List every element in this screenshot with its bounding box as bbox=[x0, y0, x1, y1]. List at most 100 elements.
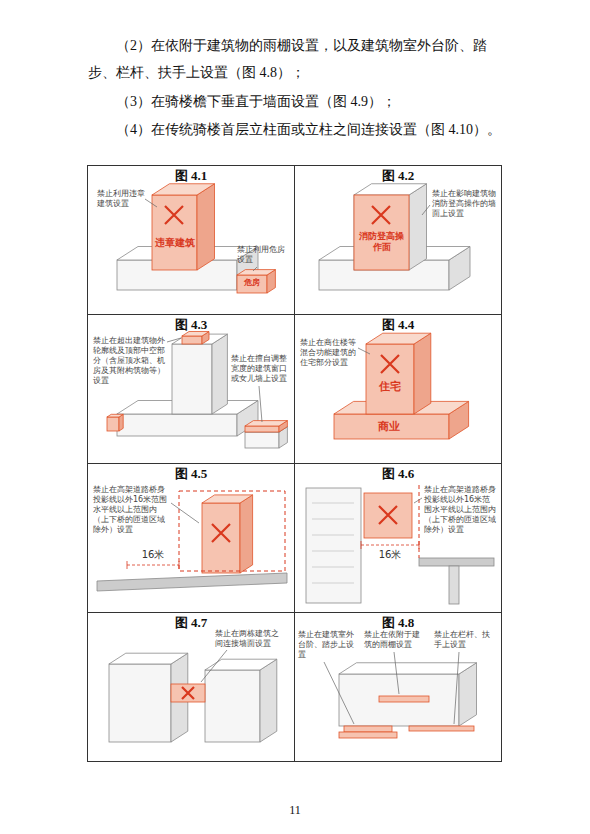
leader-line bbox=[179, 561, 180, 569]
leader-line bbox=[259, 386, 262, 422]
callout-note: 禁止在擅自调整宽度的建筑窗口或女儿墙上设置 bbox=[231, 354, 289, 384]
callout-note: 禁止在高架道路桥身投影线以外16米范围水平线以上范围内（上下桥的匝道区域除外）设… bbox=[93, 485, 169, 535]
leader-line bbox=[422, 205, 430, 215]
body-paragraph: （4）在传统骑楼首层立柱面或立柱之间连接设置（图 4.10）。 bbox=[88, 116, 502, 143]
prohibit-cross bbox=[165, 206, 183, 224]
leader-line bbox=[419, 541, 420, 549]
building-face bbox=[182, 336, 202, 344]
figure-heading: 图 4.4 bbox=[295, 317, 501, 333]
callout-note: 禁止在影响建筑物消防登高操作的墙面上设置 bbox=[432, 189, 496, 219]
leader-line bbox=[419, 485, 420, 558]
leader-line bbox=[312, 519, 354, 520]
leader-line bbox=[454, 652, 459, 724]
leader-line bbox=[312, 551, 354, 552]
leader-line bbox=[414, 498, 422, 503]
callout-note: 禁止在栏杆、扶手上设置 bbox=[434, 630, 494, 650]
building-roof bbox=[152, 184, 215, 195]
prohibit-cross bbox=[212, 524, 230, 542]
building-roof bbox=[339, 663, 477, 674]
building-roof bbox=[366, 333, 431, 344]
callout-note: 禁止在高架道路桥身投影线以外16米范围水平线以上范围内（上下桥的匝道区域除外）设… bbox=[424, 485, 496, 535]
leader-line bbox=[145, 199, 157, 207]
leader-line bbox=[312, 535, 354, 536]
building-face bbox=[109, 664, 171, 742]
page-number: 11 bbox=[0, 803, 590, 817]
drawn-shape bbox=[409, 726, 474, 731]
body-paragraph: （2）在依附于建筑物的雨棚设置，以及建筑物室外台阶、踏步、栏杆、扶手上设置（图 … bbox=[88, 32, 502, 86]
callout-note: 禁止在商住楼等混合功能建筑的住宅部分设置 bbox=[300, 338, 358, 368]
building-roof bbox=[107, 414, 123, 417]
building-roof bbox=[202, 495, 253, 503]
figure-heading: 图 4.6 bbox=[295, 466, 501, 482]
building-roof bbox=[354, 184, 427, 195]
callout-note: 禁止在超出建筑物外轮廓线及顶部中空部分（含屋顶水箱、机房及其附构筑物等）设置 bbox=[93, 336, 167, 386]
dimension-label: 16米 bbox=[372, 549, 408, 561]
dimension-label: 16米 bbox=[135, 549, 171, 561]
drawn-shape bbox=[179, 491, 285, 571]
leader-line bbox=[201, 650, 227, 682]
leader-line bbox=[171, 503, 199, 523]
body-paragraph: （3）在骑楼檐下垂直于墙面设置（图 4.9）； bbox=[88, 88, 502, 115]
building-label: 商业 bbox=[369, 420, 409, 433]
building-face bbox=[172, 344, 212, 414]
prohibit-cross bbox=[372, 206, 390, 224]
callout-note: 禁止在依附于建筑的雨棚设置 bbox=[364, 630, 420, 650]
building-face bbox=[334, 414, 449, 439]
leader-line bbox=[361, 545, 419, 546]
leader-line bbox=[312, 567, 354, 568]
building-label: 违章建筑 bbox=[152, 237, 197, 249]
building-roof bbox=[182, 332, 209, 337]
prohibit-cross bbox=[381, 355, 399, 373]
drawn-shape bbox=[354, 195, 409, 270]
leader-line bbox=[253, 267, 257, 271]
callout-note: 禁止利用违章建筑设置 bbox=[97, 189, 147, 209]
drawn-shape bbox=[171, 684, 205, 702]
building-roof bbox=[205, 659, 277, 670]
building-face bbox=[202, 503, 240, 573]
leader-line bbox=[324, 662, 354, 724]
callout-note: 禁止在建筑室外台阶、踏步上设置 bbox=[298, 630, 354, 660]
figure-heading: 图 4.7 bbox=[88, 615, 294, 631]
building-side bbox=[414, 333, 431, 414]
leader-line bbox=[167, 338, 181, 342]
leader-line bbox=[127, 561, 128, 569]
leader-line bbox=[312, 583, 354, 584]
figure-heading: 图 4.1 bbox=[88, 168, 294, 184]
figure-heading: 图 4.5 bbox=[88, 466, 294, 482]
drawn-shape bbox=[344, 726, 392, 732]
building-roof bbox=[245, 421, 287, 426]
figure-drawing bbox=[324, 652, 477, 738]
drawn-shape bbox=[364, 493, 412, 538]
leader-line bbox=[394, 652, 399, 694]
figure-drawing bbox=[117, 184, 275, 293]
building-label: 危房 bbox=[235, 278, 269, 288]
leader-line bbox=[312, 503, 354, 504]
building-roof bbox=[237, 270, 275, 275]
building-side bbox=[240, 495, 253, 573]
building-label: 住宅 bbox=[366, 380, 414, 393]
drawn-shape bbox=[379, 696, 429, 702]
callout-note: 禁止在两栋建筑之间连接墙面设置 bbox=[215, 629, 285, 649]
building-face bbox=[354, 195, 409, 270]
drawn-shape bbox=[339, 732, 397, 738]
building-face bbox=[205, 670, 260, 742]
building-face bbox=[245, 426, 279, 432]
building-side bbox=[212, 334, 227, 414]
prohibit-cross bbox=[379, 506, 397, 524]
figure-heading: 图 4.8 bbox=[295, 615, 501, 631]
figure-drawing bbox=[109, 650, 277, 742]
figure-heading: 图 4.3 bbox=[88, 317, 294, 333]
building-face bbox=[152, 195, 197, 270]
building-label: 消防登高操作面 bbox=[356, 231, 407, 253]
drawn-shape bbox=[449, 566, 459, 604]
building-roof bbox=[109, 653, 188, 664]
building-face bbox=[339, 674, 459, 726]
building-face bbox=[366, 344, 414, 414]
elevated-road bbox=[97, 573, 287, 591]
drawn-shape bbox=[306, 488, 361, 603]
building-face bbox=[245, 432, 279, 448]
building-face bbox=[107, 417, 119, 431]
leader-line bbox=[358, 348, 370, 354]
building-face bbox=[117, 414, 237, 436]
